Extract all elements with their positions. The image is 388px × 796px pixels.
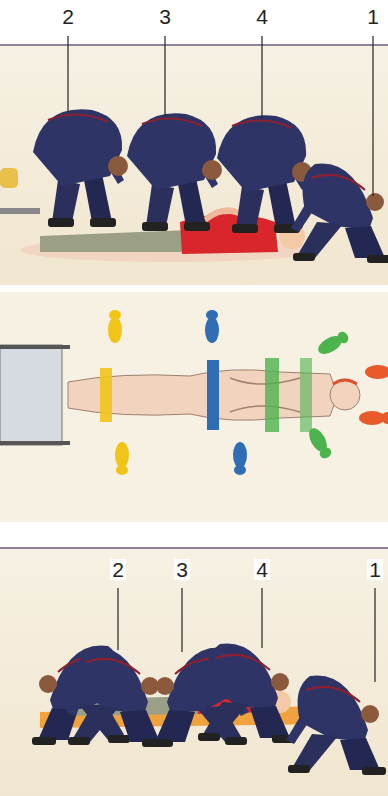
callout-number: 4 bbox=[254, 6, 270, 27]
callout-number: 3 bbox=[174, 559, 190, 580]
callout-number: 4 bbox=[254, 559, 270, 580]
callout-number: 3 bbox=[157, 6, 173, 27]
callout-number: 2 bbox=[110, 559, 126, 580]
callout-number: 1 bbox=[365, 6, 381, 27]
callout-number: 2 bbox=[60, 6, 76, 27]
callout-number: 1 bbox=[367, 559, 383, 580]
